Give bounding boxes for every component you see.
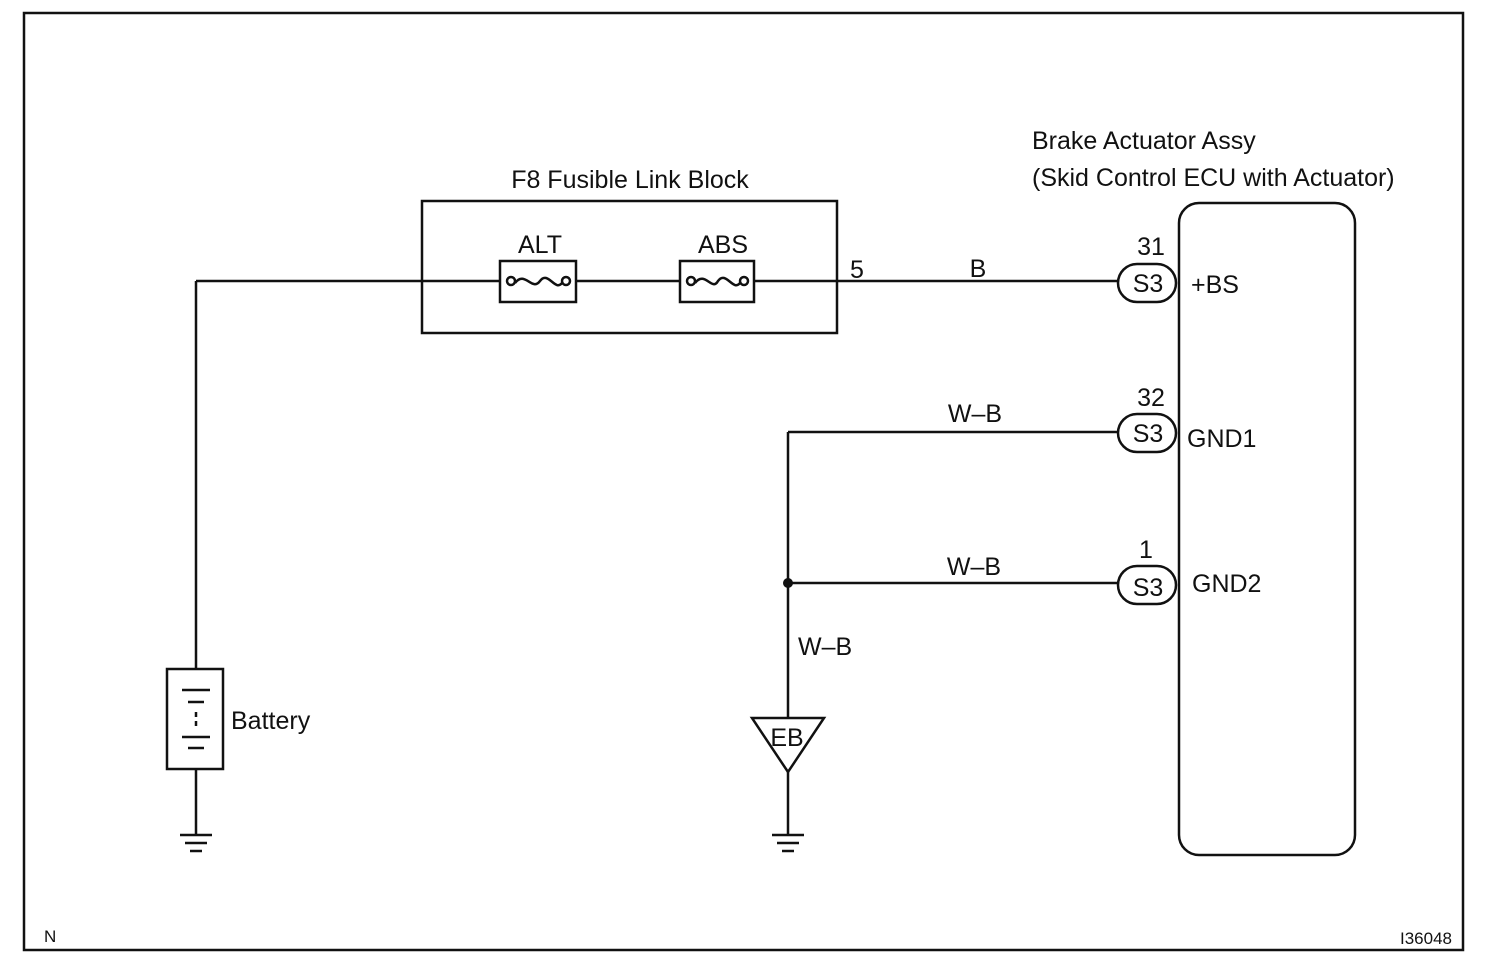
pin-signal: GND1 xyxy=(1187,425,1256,453)
fuse-abs: ABS xyxy=(678,231,756,304)
ground-drop-wire-color: W–B xyxy=(798,633,852,661)
pin-number: 1 xyxy=(1139,536,1153,564)
ground-circuit: W–B W–B W–B EB xyxy=(749,400,1118,853)
fusible-block-title: F8 Fusible Link Block xyxy=(511,166,749,194)
connector-code: S3 xyxy=(1133,270,1164,298)
ground-point-label: EB xyxy=(770,724,803,752)
gnd2-wire-color: W–B xyxy=(947,553,1001,581)
battery-circuit: Battery xyxy=(165,279,500,853)
gnd1-wire-color: W–B xyxy=(948,400,1002,428)
fuse-alt: ALT xyxy=(498,231,578,304)
pin-signal: +BS xyxy=(1191,271,1239,299)
power-wire-color: B xyxy=(970,255,987,283)
fuse-abs-label: ABS xyxy=(698,231,748,259)
figure-code: I36048 xyxy=(1400,929,1452,948)
ground-point-eb: EB xyxy=(749,716,827,775)
ecu-pin-gnd1: 32 S3 GND1 xyxy=(1116,384,1256,454)
pin-number: 32 xyxy=(1137,384,1165,412)
corner-mark: N xyxy=(44,927,56,946)
ecu-ground-icon xyxy=(772,833,804,853)
battery-ground-icon xyxy=(180,833,212,853)
ecu-title-line2: (Skid Control ECU with Actuator) xyxy=(1032,164,1395,192)
brake-actuator-ecu: Brake Actuator Assy (Skid Control ECU wi… xyxy=(1032,127,1395,857)
fusible-block-terminal: 5 xyxy=(850,256,864,284)
battery-label: Battery xyxy=(231,707,311,735)
pin-signal: GND2 xyxy=(1192,570,1261,598)
ecu-pin-bs: 31 S3 +BS xyxy=(1116,233,1239,304)
ecu-title-line1: Brake Actuator Assy xyxy=(1032,127,1256,155)
pin-number: 31 xyxy=(1137,233,1165,261)
fusible-link-block: F8 Fusible Link Block ALT ABS 5 xyxy=(420,166,864,335)
connector-code: S3 xyxy=(1133,574,1164,602)
ecu-pin-gnd2: 1 S3 GND2 xyxy=(1116,536,1261,606)
diagram-border xyxy=(22,11,1465,952)
fuse-alt-label: ALT xyxy=(518,231,562,259)
splice-point xyxy=(783,578,793,588)
connector-code: S3 xyxy=(1133,420,1164,448)
